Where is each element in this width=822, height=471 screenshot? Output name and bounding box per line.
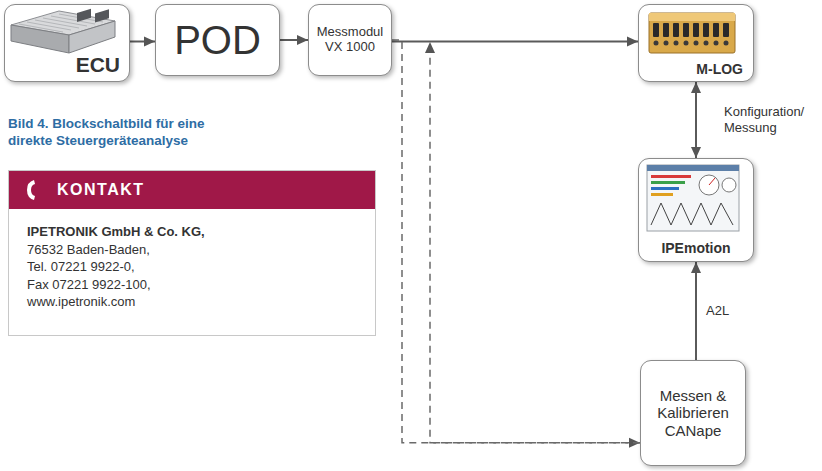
- software-box: Messen & Kalibrieren CANape: [640, 360, 746, 466]
- contact-line: www.ipetronik.com: [27, 293, 357, 311]
- contact-header-band: KONTAKT: [9, 171, 375, 209]
- contact-line: Fax 07221 9922-100,: [27, 276, 357, 294]
- contact-line: Tel. 07221 9922-0,: [27, 258, 357, 276]
- software-box: IPEmotion: [638, 158, 754, 262]
- contact-heading: KONTAKT: [57, 181, 145, 199]
- connector: [280, 39, 308, 41]
- box-label: M-LOG: [696, 61, 743, 77]
- connector: [130, 41, 155, 43]
- phone-icon: [21, 177, 41, 203]
- edge-label: A2L: [704, 303, 731, 319]
- connector: [392, 41, 638, 43]
- ecu-box: ECU: [4, 4, 130, 82]
- contact-body: IPETRONIK GmbH & Co. KG,76532 Baden-Bade…: [9, 209, 375, 323]
- logger-box: M-LOG: [638, 4, 754, 82]
- pod-box: POD: [155, 4, 280, 76]
- module-box: Messmodul VX 1000: [308, 4, 392, 76]
- dashed-connector: [430, 42, 640, 443]
- connector: [695, 262, 697, 360]
- box-label: Messmodul VX 1000: [315, 25, 385, 55]
- box-label: ECU: [76, 53, 120, 77]
- dashed-connector: [392, 40, 640, 443]
- box-label: POD: [174, 17, 261, 63]
- edge-label: Konfiguration/ Messung: [722, 104, 818, 135]
- contact-box: KONTAKT IPETRONIK GmbH & Co. KG,76532 Bad…: [8, 170, 376, 336]
- contact-line: IPETRONIK GmbH & Co. KG,: [27, 223, 357, 241]
- contact-line: 76532 Baden-Baden,: [27, 241, 357, 259]
- connector: [695, 82, 697, 158]
- box-label: Messen & Kalibrieren CANape: [647, 387, 739, 439]
- box-label: IPEmotion: [661, 240, 730, 256]
- figure-caption: Bild 4. Blockschaltbild für eine direkte…: [8, 116, 223, 150]
